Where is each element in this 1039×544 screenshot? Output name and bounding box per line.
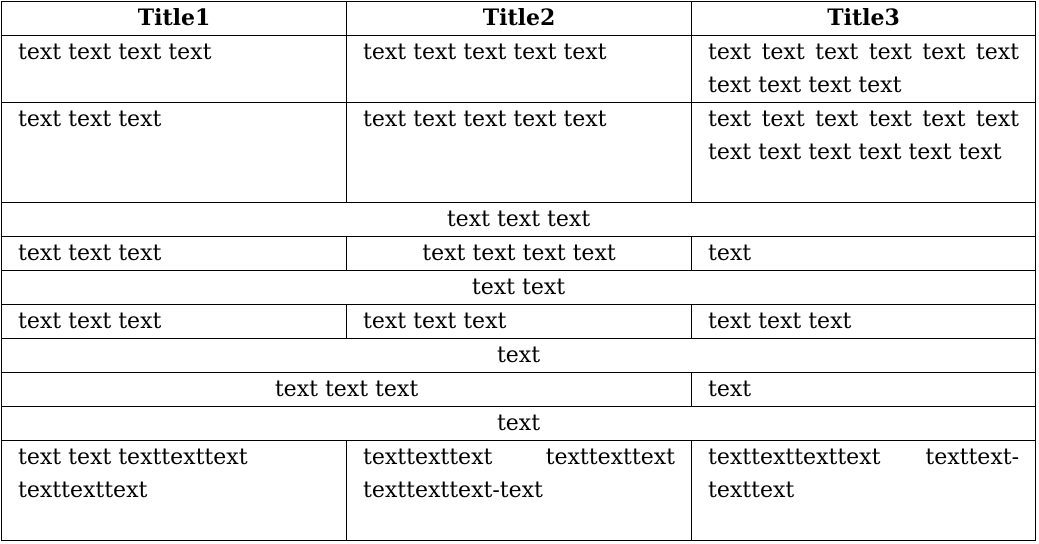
table-cell: text text text text — [1, 35, 347, 103]
table-cell: text text text text text — [346, 35, 692, 103]
spanning-cell: text — [1, 338, 1036, 373]
table-row: text text text text text text text text … — [1, 35, 1036, 103]
table-cell: text text text text text text text text … — [691, 35, 1036, 103]
header-cell-title3: Title3 — [691, 1, 1036, 36]
table-cell: text text text text text — [346, 102, 692, 203]
table-cell: text text text text text text text text … — [691, 102, 1036, 203]
table-row: text — [1, 338, 1036, 373]
table-row: text text — [1, 270, 1036, 305]
table-cell: texttexttexttext texttext-texttext — [691, 440, 1036, 541]
table-cell: text text text — [1, 304, 347, 339]
header-cell-title1: Title1 — [1, 1, 347, 36]
table-row: text text text text — [1, 372, 1036, 407]
header-cell-title2: Title2 — [346, 1, 692, 36]
table-cell: text — [691, 372, 1036, 407]
header-row: Title1 Title2 Title3 — [1, 1, 1036, 36]
table-cell: texttexttext texttexttext texttexttext-t… — [346, 440, 692, 541]
spanning-cell: text — [1, 406, 1036, 441]
table-cell: text text text — [346, 304, 692, 339]
spanning-cell: text text text — [1, 202, 1036, 237]
table-cell: text text text text — [346, 236, 692, 271]
table-row: text text text text text text text text … — [1, 304, 1036, 339]
spanning-cell: text text text — [1, 372, 692, 407]
table-cell: text text text — [1, 102, 347, 203]
table-cell: text — [691, 236, 1036, 271]
table-row: text text text text text text text text … — [1, 102, 1036, 203]
spanning-cell: text text — [1, 270, 1036, 305]
table-cell: text text texttexttext texttexttext — [1, 440, 347, 541]
table-cell: text text text — [1, 236, 347, 271]
table-row: text text texttexttext texttexttext text… — [1, 440, 1036, 541]
table-row: text text text text text text text text — [1, 236, 1036, 271]
table-row: text — [1, 406, 1036, 441]
table-cell: text text text — [691, 304, 1036, 339]
table-row: text text text — [1, 202, 1036, 237]
